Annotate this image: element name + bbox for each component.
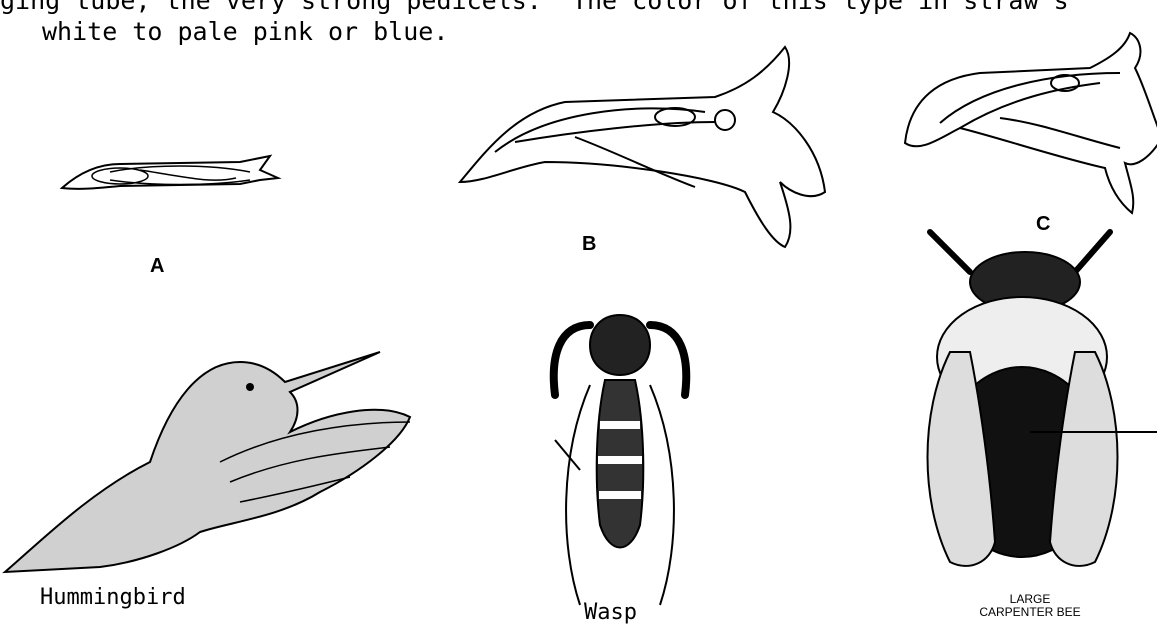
flower-a-illustration [60, 150, 300, 200]
carpenter-bee-label-line2: CARPENTER BEE [970, 606, 1090, 619]
flower-b-label: B [582, 233, 596, 256]
flower-a-label: A [150, 255, 164, 278]
body-text-line-1: ging tube, the very strong pedicels. The… [0, 0, 1069, 13]
flower-c-illustration [900, 28, 1157, 213]
carpenter-bee-label: LARGE CARPENTER BEE [970, 593, 1090, 619]
flower-b-illustration [455, 42, 835, 252]
hummingbird-illustration [0, 342, 460, 582]
wasp-illustration [530, 285, 710, 615]
hummingbird-label: Hummingbird [40, 585, 186, 610]
carpenter-bee-illustration [910, 222, 1157, 592]
body-text-line-2: white to pale pink or blue. [42, 19, 448, 44]
wasp-label: Wasp [584, 600, 637, 625]
